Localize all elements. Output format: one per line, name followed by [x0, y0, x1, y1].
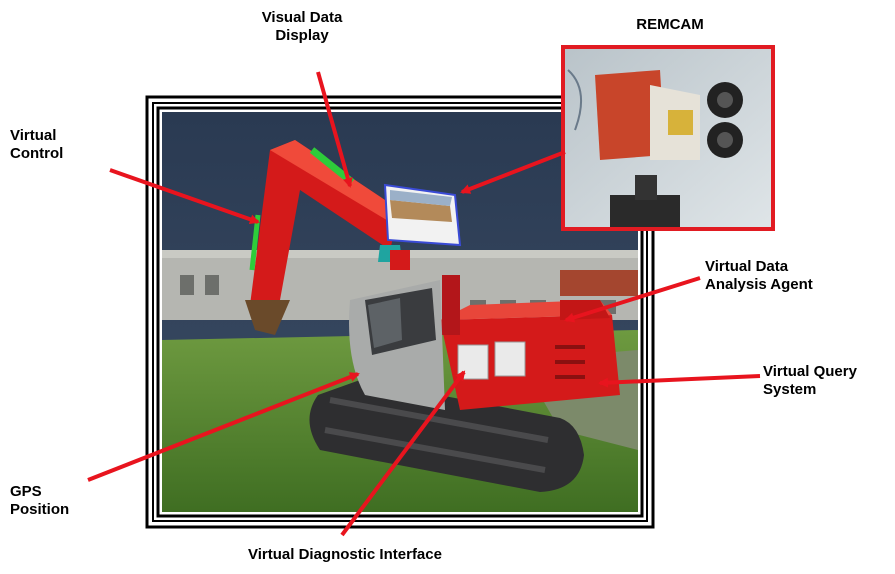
label-virtual-control: Virtual Control: [10, 127, 63, 163]
label-visual-data-display: Visual Data Display: [222, 9, 382, 45]
arrow-visual-data-display: [316, 71, 353, 188]
excavator-tracks: [309, 380, 584, 492]
arrow-virtual-control: [109, 168, 260, 225]
label-virtual-control-line2: Control: [10, 145, 64, 162]
label-remcam: REMCAM: [600, 16, 740, 34]
label-virtual-diagnostic: Virtual Diagnostic Interface: [200, 546, 490, 564]
label-gps-position: GPS Position: [10, 483, 69, 519]
label-visual-data-display-line1: Visual Data: [261, 9, 343, 26]
label-virtual-data-analysis-line2: Analysis Agent: [705, 276, 813, 293]
excavator-cab: [349, 280, 445, 410]
label-virtual-diagnostic-text: Virtual Diagnostic Interface: [248, 546, 442, 563]
label-virtual-control-line1: Virtual: [10, 127, 57, 144]
label-virtual-query-line2: System: [763, 381, 817, 398]
diagnostic-panels: [457, 341, 585, 380]
excavator-boom: [245, 140, 410, 335]
arrow-virtual-query: [598, 374, 761, 388]
label-virtual-data-analysis: Virtual Data Analysis Agent: [705, 258, 813, 294]
arrow-virtual-diagnostic: [340, 370, 466, 537]
arrow-remcam: [460, 150, 566, 194]
label-visual-data-display-line2: Display: [275, 27, 329, 44]
callout-arrows: [87, 71, 761, 537]
label-virtual-data-analysis-line1: Virtual Data: [705, 258, 789, 275]
arrow-gps-position: [87, 372, 360, 482]
arrow-virtual-data-analysis: [564, 276, 701, 323]
label-gps-line1: GPS: [10, 483, 42, 500]
label-virtual-query-line1: Virtual Query: [763, 363, 857, 380]
visual-data-display-panel: [383, 183, 462, 247]
label-virtual-query: Virtual Query System: [763, 363, 857, 399]
excavator-scene-image: [162, 112, 638, 512]
label-gps-line2: Position: [10, 501, 70, 518]
image-frame: [145, 95, 655, 529]
remcam-photo: [561, 45, 775, 231]
label-remcam-text: REMCAM: [636, 16, 704, 33]
